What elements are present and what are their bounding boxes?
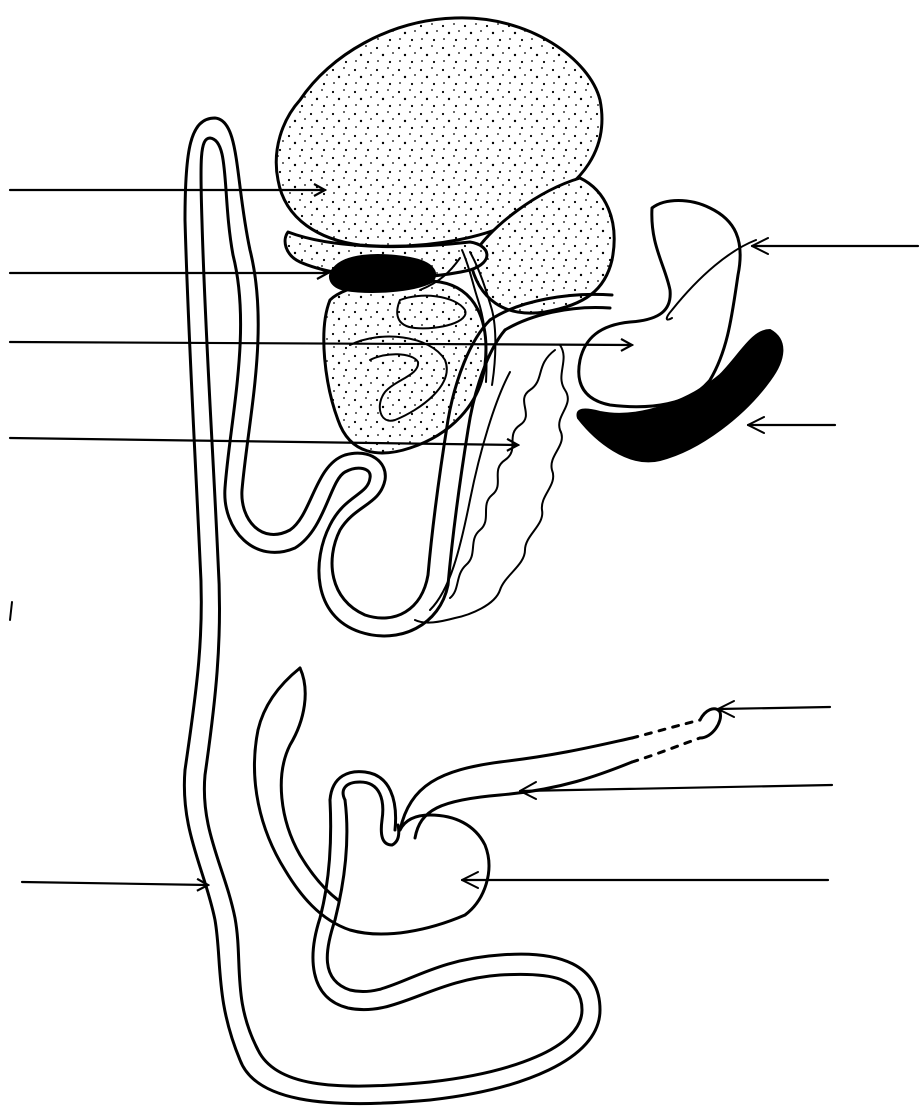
pointer-right-4 <box>520 785 832 791</box>
glans-tip <box>700 709 720 738</box>
black-crescent <box>577 330 782 461</box>
pointer-left-5 <box>22 882 208 885</box>
urethra-loop-inner <box>330 772 396 830</box>
right-pointers <box>462 238 918 888</box>
penis-shaft-dashed-bottom <box>632 738 700 762</box>
pointer-left-3 <box>10 342 632 345</box>
penis-shaft-dashed-top <box>632 720 700 738</box>
pointer-right-3 <box>718 707 830 709</box>
epididymis-inner-line <box>667 240 756 320</box>
stray-mark <box>10 602 12 620</box>
black-gland-upper <box>330 255 435 292</box>
pointer-left-4 <box>10 438 518 445</box>
